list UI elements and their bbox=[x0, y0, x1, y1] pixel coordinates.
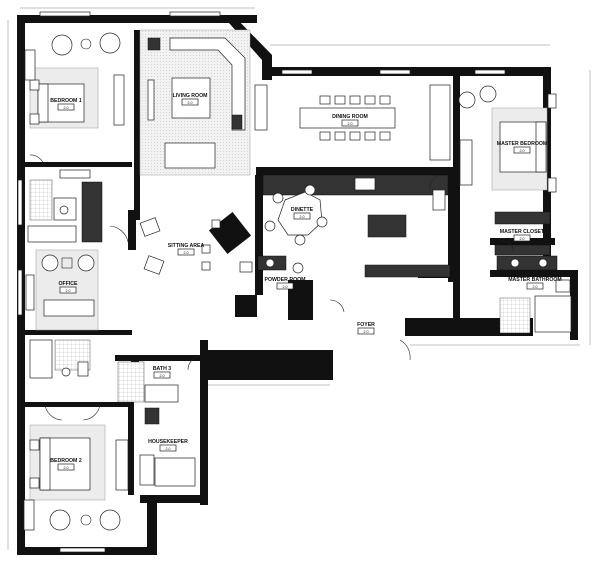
dining-room-tag: 2.0 bbox=[348, 122, 353, 126]
kitchen-dinette: DINETTE 2.0 bbox=[201, 174, 451, 278]
dinette-tag: 2.0 bbox=[300, 215, 305, 219]
master-bedroom-tag: 2.0 bbox=[520, 149, 525, 153]
office-tag: 2.0 bbox=[66, 289, 71, 293]
radiators bbox=[17, 11, 506, 553]
bedroom1-tag: 2.0 bbox=[64, 106, 69, 110]
master-closet: MASTER CLOSET 2.0 bbox=[494, 211, 551, 256]
office-label: OFFICE bbox=[58, 281, 78, 287]
bedroom2-tag: 2.0 bbox=[64, 466, 69, 470]
master-bathroom: MASTER BATHROOM 2.0 bbox=[496, 255, 572, 334]
powder-room-label: POWDER ROOM bbox=[265, 277, 306, 283]
bath2 bbox=[29, 339, 91, 379]
dinette-label: DINETTE bbox=[291, 207, 314, 213]
powder-room: POWDER ROOM 2.0 bbox=[239, 255, 306, 290]
dining-room: DINING ROOM 2.0 bbox=[299, 84, 451, 161]
housekeeper-tag: 2.0 bbox=[166, 447, 171, 451]
master-bedroom-label: MASTER BEDROOM bbox=[497, 141, 547, 147]
living-room: LIVING ROOM 2.0 bbox=[139, 29, 268, 176]
bedroom1-room: BEDROOM 1 2.0 bbox=[24, 32, 125, 129]
bath3: BATH 3 2.0 bbox=[117, 361, 179, 425]
living-room-label: LIVING ROOM bbox=[173, 93, 208, 99]
sitting-area-label: SITTING AREA bbox=[168, 243, 205, 249]
master-closet-label: MASTER CLOSET bbox=[500, 229, 545, 235]
foyer: FOYER 2.0 bbox=[187, 299, 411, 371]
dining-room-label: DINING ROOM bbox=[332, 114, 368, 120]
bedroom1-label: BEDROOM 1 bbox=[50, 98, 82, 104]
bedroom2-room: BEDROOM 2 2.0 bbox=[23, 404, 129, 531]
housekeeper-label: HOUSEKEEPER bbox=[148, 439, 188, 445]
master-bathroom-label: MASTER BATHROOM bbox=[508, 277, 562, 283]
sitting-area: SITTING AREA 2.0 bbox=[139, 217, 205, 275]
bedroom2-label: BEDROOM 2 bbox=[50, 458, 82, 464]
sitting-area-tag: 2.0 bbox=[184, 251, 189, 255]
dimension-lines bbox=[7, 7, 591, 550]
bath3-label: BATH 3 bbox=[153, 366, 171, 372]
door-swings bbox=[29, 154, 515, 253]
bath3-tag: 2.0 bbox=[160, 374, 165, 378]
foyer-label: FOYER bbox=[357, 322, 375, 328]
housekeeper: HOUSEKEEPER 2.0 bbox=[139, 439, 196, 487]
master-bedroom: MASTER BEDROOM 2.0 bbox=[458, 85, 557, 193]
powder-room-tag: 2.0 bbox=[283, 285, 288, 289]
master-bathroom-tag: 2.0 bbox=[533, 285, 538, 289]
master-closet-tag: 2.0 bbox=[520, 237, 525, 241]
office: OFFICE 2.0 bbox=[25, 249, 99, 331]
bath1 bbox=[27, 169, 103, 243]
foyer-tag: 2.0 bbox=[364, 330, 369, 334]
living-room-tag: 2.0 bbox=[188, 101, 193, 105]
